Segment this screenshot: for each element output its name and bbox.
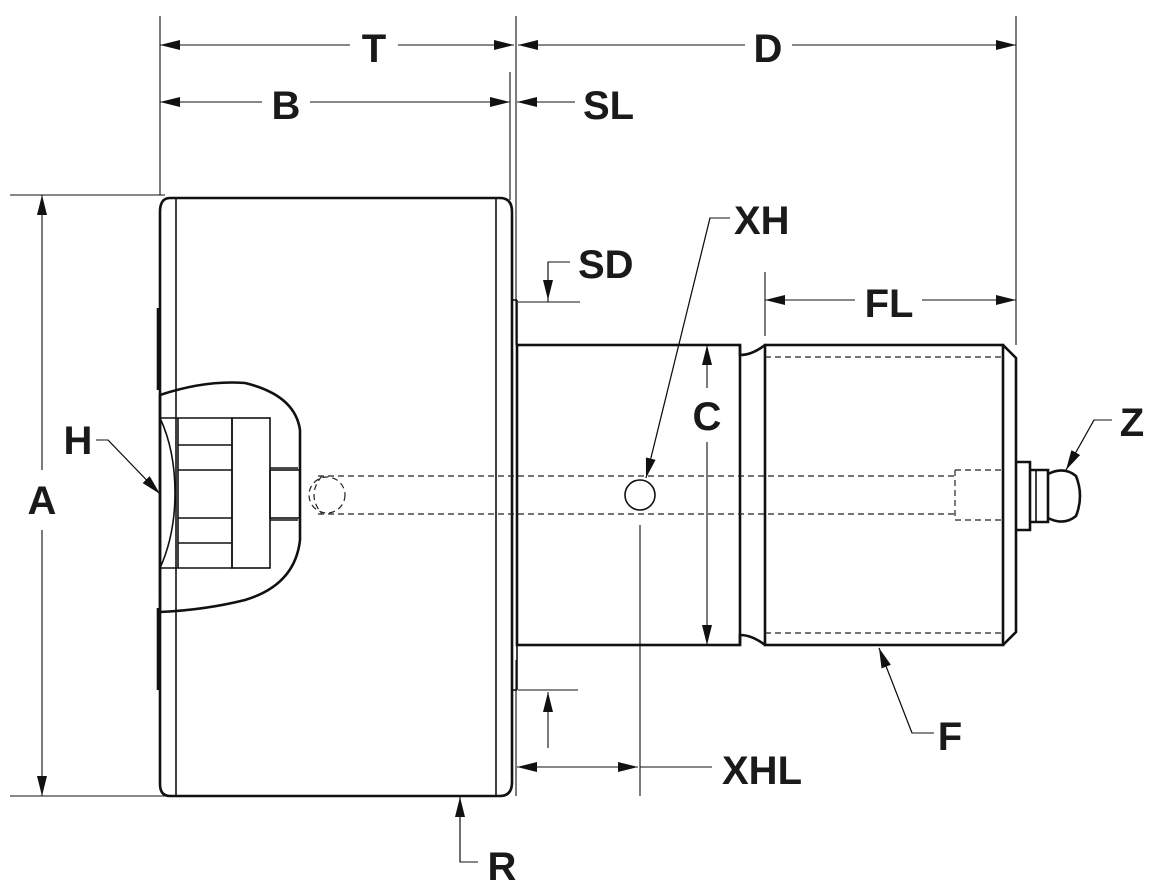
roller-outer-ring — [156, 196, 518, 798]
label-t: T — [362, 27, 386, 71]
label-b: B — [272, 84, 301, 128]
cross-hole — [624, 479, 656, 511]
label-xhl: XHL — [722, 749, 802, 793]
stud-shank — [515, 343, 766, 647]
label-d: D — [754, 27, 783, 71]
label-sd: SD — [578, 243, 634, 287]
threaded-portion — [763, 343, 1018, 647]
label-f: F — [938, 715, 962, 759]
hex-socket-section — [158, 381, 302, 614]
label-sl: SL — [583, 84, 634, 128]
lube-passage — [308, 469, 1005, 521]
label-z: Z — [1120, 401, 1144, 445]
label-h: H — [64, 419, 93, 463]
label-a: A — [28, 479, 57, 523]
label-r: R — [488, 845, 517, 889]
grease-fitting — [1016, 460, 1082, 532]
dimension-labels: T D B SL XH SD FL H C Z A F XHL R — [28, 27, 1145, 889]
label-fl: FL — [865, 282, 914, 326]
label-c: C — [693, 395, 722, 439]
dimension-lines — [37, 40, 1112, 863]
label-xh: XH — [734, 199, 790, 243]
